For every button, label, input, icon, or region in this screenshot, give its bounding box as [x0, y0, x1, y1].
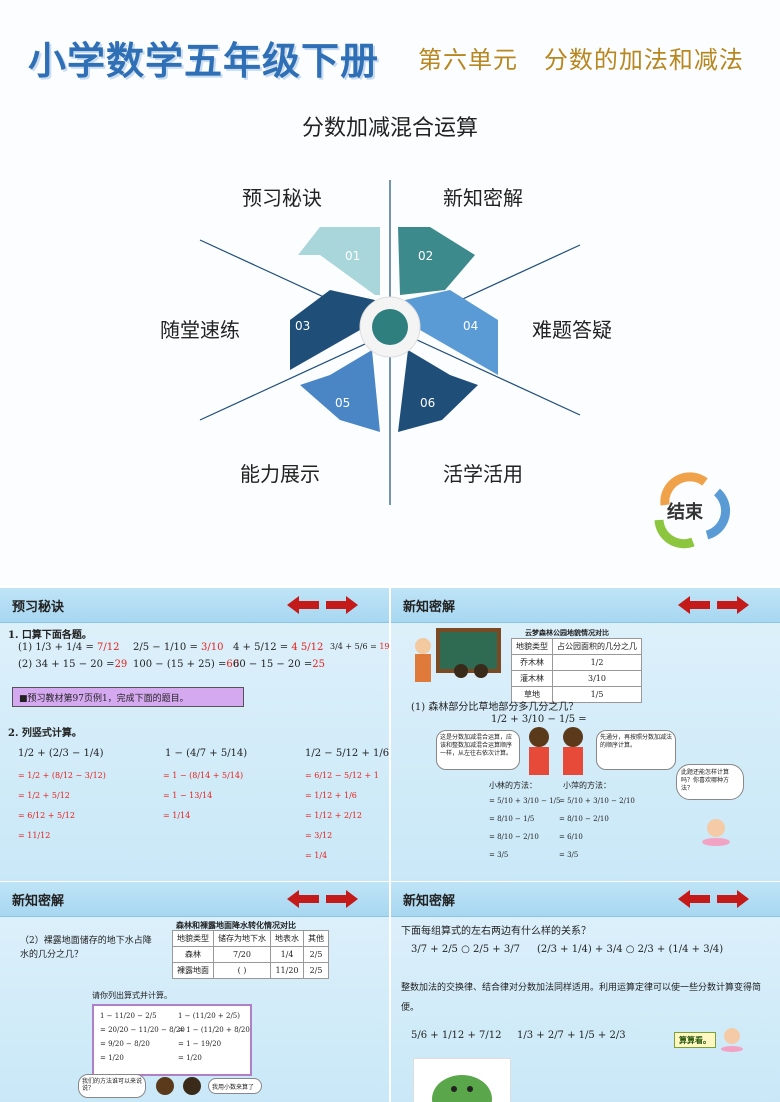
speech-bubble: 我用小数来算了	[208, 1078, 262, 1094]
svg-text:= 1/14: = 1/14	[163, 811, 190, 820]
svg-text:= 6/12 − 5/12 + 1/6: = 6/12 − 5/12 + 1/6	[305, 771, 378, 780]
menu-petal-05	[300, 350, 380, 432]
dinosaur-illustration	[413, 1058, 511, 1102]
lesson-subtitle: 分数加减混合运算	[301, 116, 478, 141]
svg-text:= 3/5: = 3/5	[489, 851, 508, 859]
fairy-icon	[702, 819, 730, 846]
svg-text:= 1 − 13/14: = 1 − 13/14	[163, 791, 212, 800]
menu-label-04[interactable]: 难题答疑	[532, 318, 612, 342]
slide-header: 新知密解	[12, 894, 65, 909]
svg-text:= 8/10 − 1/5: = 8/10 − 1/5	[489, 815, 534, 823]
question-text: （2）裸露地面储存的地下水占降水的几分之几？	[20, 936, 152, 960]
svg-text:05: 05	[335, 396, 350, 410]
menu-petal-01	[298, 227, 380, 295]
svg-text:01: 01	[345, 249, 360, 263]
speech-bubble: 我们的方法谁可以来说说？	[78, 1074, 146, 1098]
svg-text:= 1/2 + 5/12: = 1/2 + 5/12	[18, 791, 70, 800]
menu-petal-03	[290, 290, 375, 370]
menu-label-06[interactable]: 活学活用	[443, 462, 523, 486]
svg-text:= 5/10 + 3/10 − 2/10: = 5/10 + 3/10 − 2/10	[559, 797, 635, 805]
svg-text:= 1/2 + (8/12 − 3/12): = 1/2 + (8/12 − 3/12)	[18, 771, 106, 780]
svg-text:1 − (11/20 + 2/5): 1 − (11/20 + 2/5)	[178, 1012, 240, 1020]
cycle-arrows-icon	[654, 472, 731, 549]
svg-text:02: 02	[418, 249, 433, 263]
svg-text:04: 04	[463, 319, 478, 333]
end-button[interactable]: 结束	[645, 470, 735, 550]
svg-text:= 1 − 19/20: = 1 − 19/20	[178, 1040, 221, 1048]
method-steps: = 5/10 + 3/10 − 1/5 = 8/10 − 1/5 = 8/10 −…	[489, 797, 635, 859]
menu-petal-04	[405, 290, 498, 375]
svg-text:1 − 11/20 − 2/5: 1 − 11/20 − 2/5	[100, 1012, 157, 1020]
menu-label-01[interactable]: 预习秘诀	[242, 186, 322, 210]
svg-text:= 1/20: = 1/20	[100, 1054, 124, 1062]
svg-text:= 1 − (8/14 + 5/14): = 1 − (8/14 + 5/14)	[163, 771, 243, 780]
slide-header: 新知密解	[403, 600, 456, 615]
nav-arrows-icon[interactable]	[285, 594, 360, 616]
course-title: 小学数学五年级下册	[28, 39, 380, 83]
svg-text:= 20/20 − 11/20 − 8/20: = 20/20 − 11/20 − 8/20	[100, 1026, 185, 1034]
menu-petal-06	[398, 350, 478, 432]
slide-header: 预习秘诀	[12, 600, 65, 615]
menu-wheel: 01 02 03 04 05 06	[199, 180, 581, 505]
preview-note: ■预习教材第97页例1，完成下面的题目。	[12, 687, 244, 707]
svg-text:= 1/12 + 1/6: = 1/12 + 1/6	[305, 791, 357, 800]
svg-text:= 6/10: = 6/10	[559, 833, 583, 841]
nav-arrows-icon[interactable]	[285, 888, 360, 910]
slide-new-knowledge-3: 新知密解 下面每组算式的左右两边有什么样的关系？ 3/7 + 2/5 ○ 2/5…	[391, 882, 780, 1102]
worked-steps: = 1/2 + (8/12 − 3/12) = 1/2 + 5/12 = 6/12…	[18, 771, 378, 860]
svg-text:= 1/20: = 1/20	[178, 1054, 202, 1062]
svg-text:03: 03	[295, 319, 310, 333]
svg-text:= 3/5: = 3/5	[559, 851, 578, 859]
rule-text: 整数加法的交换律、结合律对分数加法同样适用。利用运算定律可以使一些分数计算变得简…	[401, 983, 762, 1013]
svg-text:= 8/10 − 2/10: = 8/10 − 2/10	[559, 815, 609, 823]
speech-bubble: 此题还能怎样计算吗？你喜欢哪种方法？	[676, 764, 744, 800]
svg-text:= 11/12: = 11/12	[18, 831, 50, 840]
slide-preview-tips: 预习秘诀 1. 口算下面各题。 (1) 1/3 + 1/4 = 7/12 2/5…	[0, 588, 389, 881]
svg-text:= 1/12 + 2/12: = 1/12 + 2/12	[305, 811, 362, 820]
menu-petal-02	[398, 227, 475, 295]
slide-header: 新知密解	[403, 894, 456, 909]
teacher-board-illustration	[415, 628, 501, 682]
menu-label-02[interactable]: 新知密解	[443, 186, 523, 210]
try-it-tag: 算算看。	[674, 1032, 716, 1048]
svg-text:= 8/10 − 2/10: = 8/10 − 2/10	[489, 833, 539, 841]
menu-label-03[interactable]: 随堂速练	[160, 318, 240, 342]
svg-text:= 3/12: = 3/12	[305, 831, 332, 840]
svg-text:= 1 − (11/20 + 8/20): = 1 − (11/20 + 8/20)	[178, 1026, 250, 1034]
students-illustration	[529, 727, 583, 775]
svg-text:06: 06	[420, 396, 435, 410]
cover-slide: 小学数学五年级下册 第六单元 分数的加法和减法 分数加减混合运算 01 02 0…	[28, 39, 744, 550]
unit-label: 第六单元 分数的加法和减法	[418, 46, 744, 74]
menu-label-05[interactable]: 能力展示	[240, 462, 320, 486]
svg-text:= 5/10 + 3/10 − 1/5: = 5/10 + 3/10 − 1/5	[489, 797, 560, 805]
svg-text:= 6/12 + 5/12: = 6/12 + 5/12	[18, 811, 75, 820]
fairy-icon	[721, 1028, 743, 1052]
nav-arrows-icon[interactable]	[676, 888, 751, 910]
speech-bubble: 这是分数加减混合运算，应该和整数加减混合运算顺序一样，从左往右依次计算。	[436, 730, 520, 770]
speech-bubble: 先通分，再按照分数加减法的顺序计算。	[596, 730, 676, 770]
nav-arrows-icon[interactable]	[676, 594, 751, 616]
student-work-board: 1 − 11/20 − 2/5 = 20/20 − 11/20 − 8/20 = …	[92, 1004, 253, 1076]
svg-text:= 1/4: = 1/4	[305, 851, 327, 860]
students-illustration	[156, 1077, 201, 1095]
svg-text:= 9/20 − 8/20: = 9/20 − 8/20	[100, 1040, 150, 1048]
